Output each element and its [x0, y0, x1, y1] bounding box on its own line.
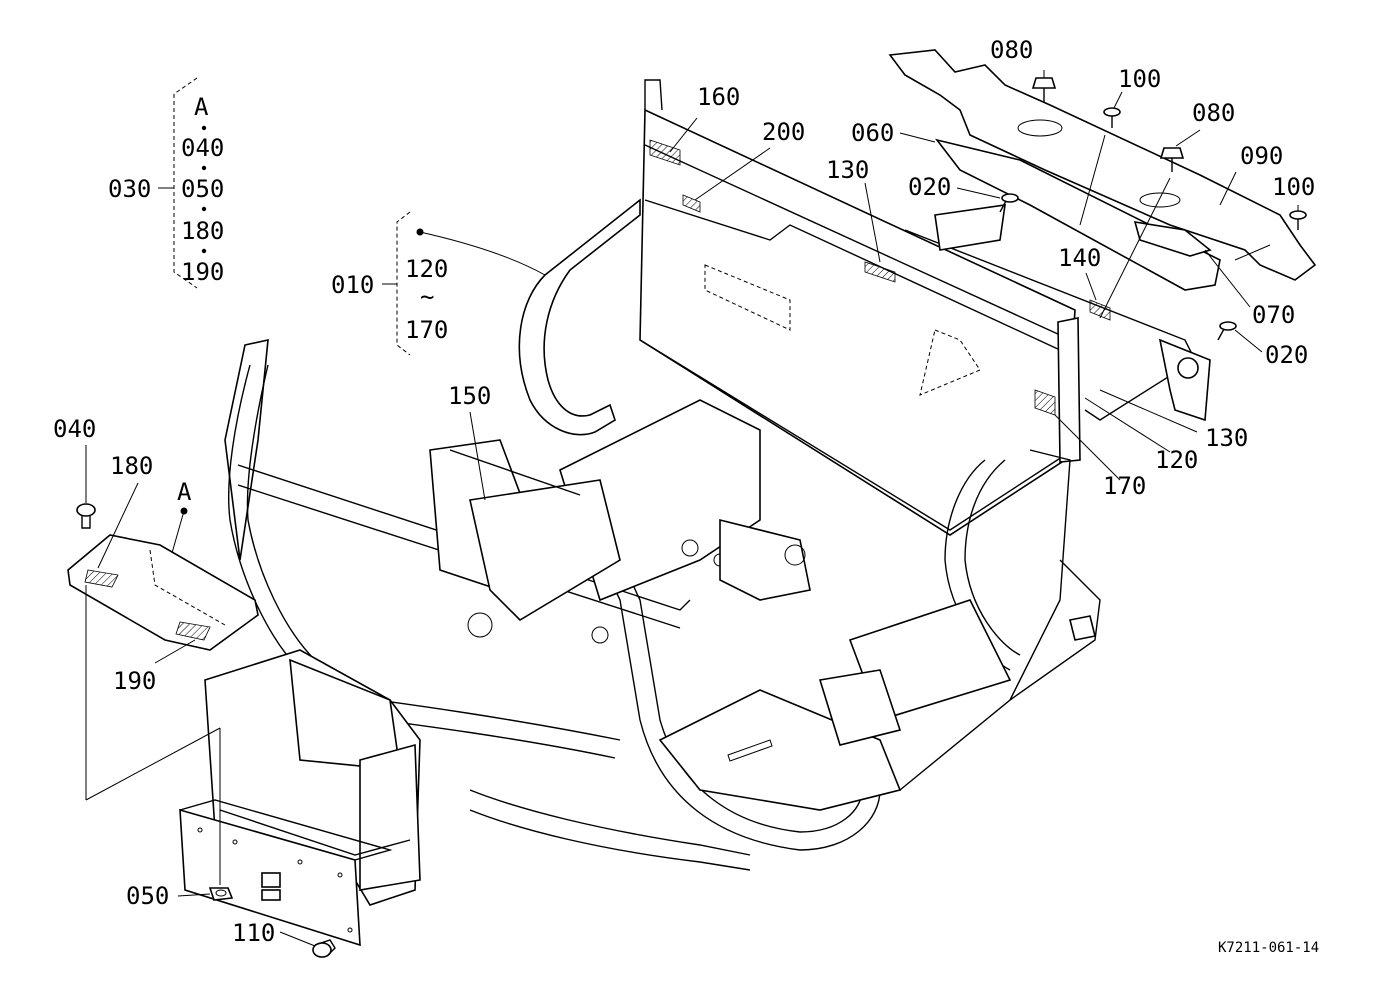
front-bumper [179, 799, 393, 947]
label-180: 180 [110, 452, 153, 480]
rivet-100-left [1103, 107, 1121, 128]
part-labels: 080 100 080 060 090 100 020 130 140 070 … [53, 36, 1315, 947]
label-110: 110 [232, 919, 275, 947]
group-030-bracket: 030 A 040 050 180 190 [108, 77, 224, 289]
label-190: 190 [113, 667, 156, 695]
label-160: 160 [697, 83, 740, 111]
leader-lines [85, 70, 1299, 947]
bolt-080-right [1159, 147, 1185, 172]
label-010: 010 [331, 271, 374, 299]
bracket-070 [1133, 221, 1212, 257]
group-010-bracket: 010 120 ~ 170 [331, 211, 546, 356]
bolt-080-left [1031, 77, 1057, 103]
label-200: 200 [762, 118, 805, 146]
group-010-from: 120 [405, 255, 448, 283]
group-030-item-190: 190 [181, 258, 224, 286]
label-100-right: 100 [1272, 173, 1315, 201]
bracket-060 [934, 138, 1221, 291]
label-140: 140 [1058, 244, 1101, 272]
group-030-item-050: 050 [181, 175, 224, 203]
label-ref-a: A [177, 478, 192, 506]
cover-plate-180 [67, 534, 259, 651]
rivet-020-bottom [1217, 321, 1237, 341]
label-060: 060 [851, 119, 894, 147]
label-090: 090 [1240, 142, 1283, 170]
label-170: 170 [1103, 472, 1146, 500]
label-040: 040 [53, 415, 96, 443]
label-070: 070 [1252, 301, 1295, 329]
reference-code: K7211-061-14 [1218, 940, 1319, 956]
label-150: 150 [448, 382, 491, 410]
label-030: 030 [108, 175, 151, 203]
group-030-item-a: A [194, 93, 209, 121]
clip-040 [76, 503, 96, 529]
label-050: 050 [126, 882, 169, 910]
label-100-top: 100 [1118, 65, 1161, 93]
upper-plate-090 [888, 49, 1317, 281]
nut-050 [208, 887, 234, 901]
label-020-bottom: 020 [1265, 341, 1308, 369]
label-080-right: 080 [1192, 99, 1235, 127]
label-020-top: 020 [908, 173, 951, 201]
group-030-item-040: 040 [181, 134, 224, 162]
label-080-left: 080 [990, 36, 1033, 64]
main-frame [224, 338, 1101, 871]
label-120: 120 [1155, 446, 1198, 474]
rivet-100-right [1289, 210, 1307, 230]
group-010-to: 170 [405, 316, 448, 344]
label-130-top: 130 [826, 156, 869, 184]
group-010-tilde: ~ [420, 283, 434, 311]
plug-110 [312, 939, 336, 958]
group-030-item-180: 180 [181, 217, 224, 245]
label-130-bottom: 130 [1205, 424, 1248, 452]
rivet-020-top [999, 193, 1019, 213]
